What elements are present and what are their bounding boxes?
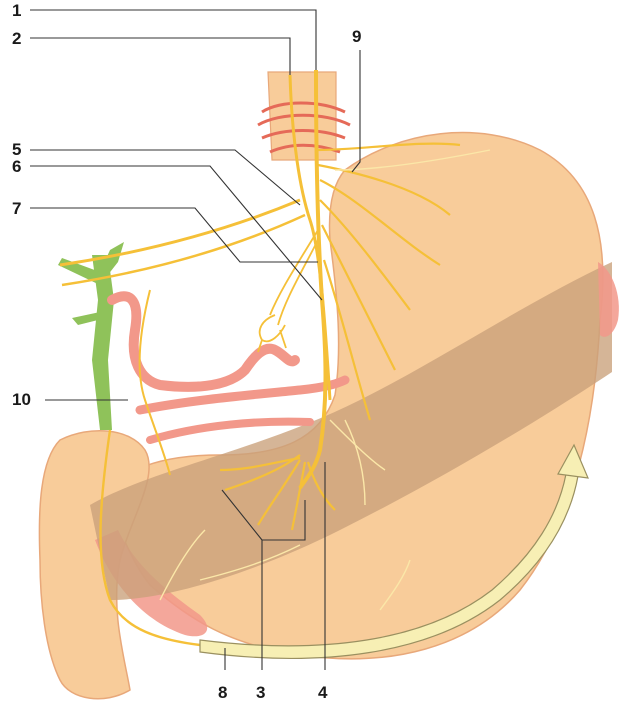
spleen-edge — [598, 262, 619, 337]
label-1: 1 — [12, 2, 21, 20]
label-3: 3 — [256, 684, 265, 702]
label-4: 4 — [318, 684, 327, 702]
label-7: 7 — [12, 200, 21, 218]
lesser-curvature-branches — [258, 230, 318, 352]
label-8: 8 — [218, 684, 227, 702]
leader-line-2 — [30, 38, 290, 75]
leader-line-5 — [30, 150, 300, 205]
label-6: 6 — [12, 158, 21, 176]
leader-line-7 — [30, 208, 318, 262]
label-9: 9 — [352, 28, 361, 46]
label-2: 2 — [12, 30, 21, 48]
label-10: 10 — [12, 391, 31, 409]
leader-line-9 — [352, 50, 360, 172]
leader-line-1 — [30, 10, 316, 70]
